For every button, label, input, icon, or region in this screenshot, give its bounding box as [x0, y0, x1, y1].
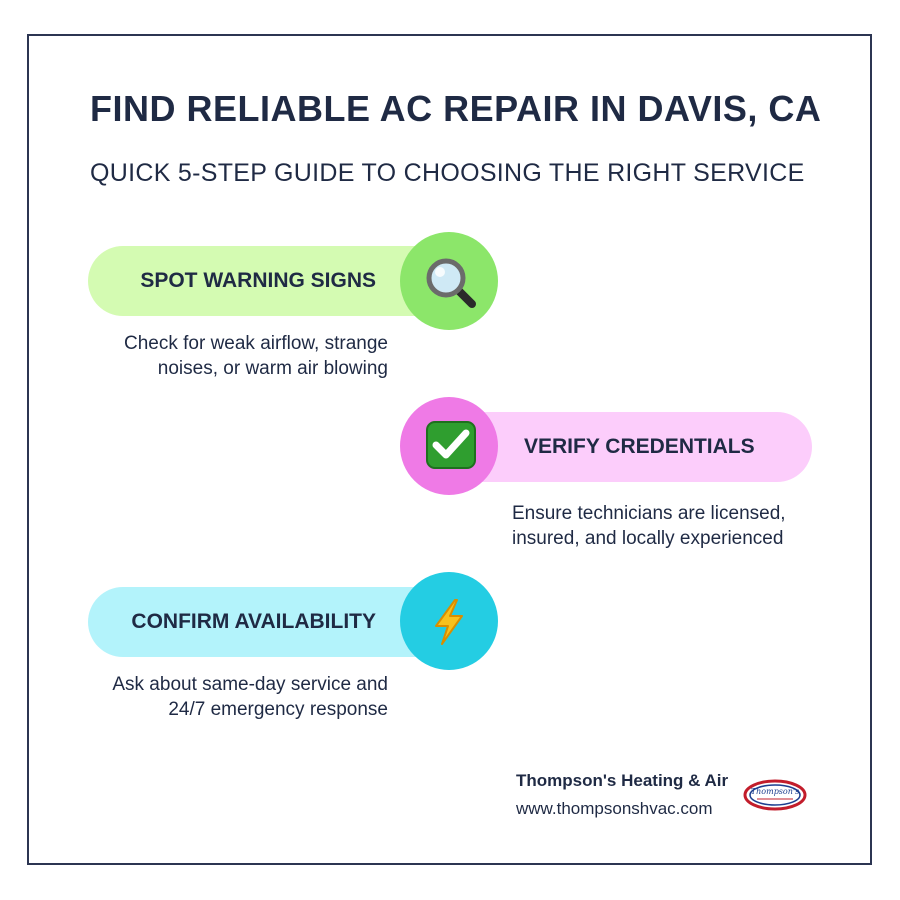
step-3-description: Ask about same-day service and 24/7 emer… — [112, 674, 388, 720]
step-3-circle — [400, 572, 498, 670]
step-1-circle — [400, 232, 498, 330]
step-2-description: Ensure technicians are licensed, insured… — [512, 503, 786, 549]
step-2-label: VERIFY CREDENTIALS — [524, 435, 755, 458]
magnifying-glass-icon — [426, 258, 476, 308]
step-1-description: Check for weak airflow, strange noises, … — [123, 333, 388, 379]
step-1-label: SPOT WARNING SIGNS — [140, 269, 376, 292]
company-url[interactable]: www.thompsonshvac.com — [516, 799, 713, 818]
step-2-circle — [400, 397, 498, 495]
step-3-label: CONFIRM AVAILABILITY — [131, 610, 376, 633]
company-name: Thompson's Heating & Air — [516, 771, 729, 790]
infographic-frame — [27, 34, 872, 865]
logo-text: Thompson's — [751, 787, 799, 796]
lightning-icon — [435, 599, 463, 645]
page-title: FIND RELIABLE AC REPAIR IN DAVIS, CA — [90, 88, 822, 129]
check-mark-icon — [426, 421, 476, 469]
company-logo: Thompson's — [743, 779, 807, 811]
page-subtitle: QUICK 5-STEP GUIDE TO CHOOSING THE RIGHT… — [90, 159, 805, 187]
